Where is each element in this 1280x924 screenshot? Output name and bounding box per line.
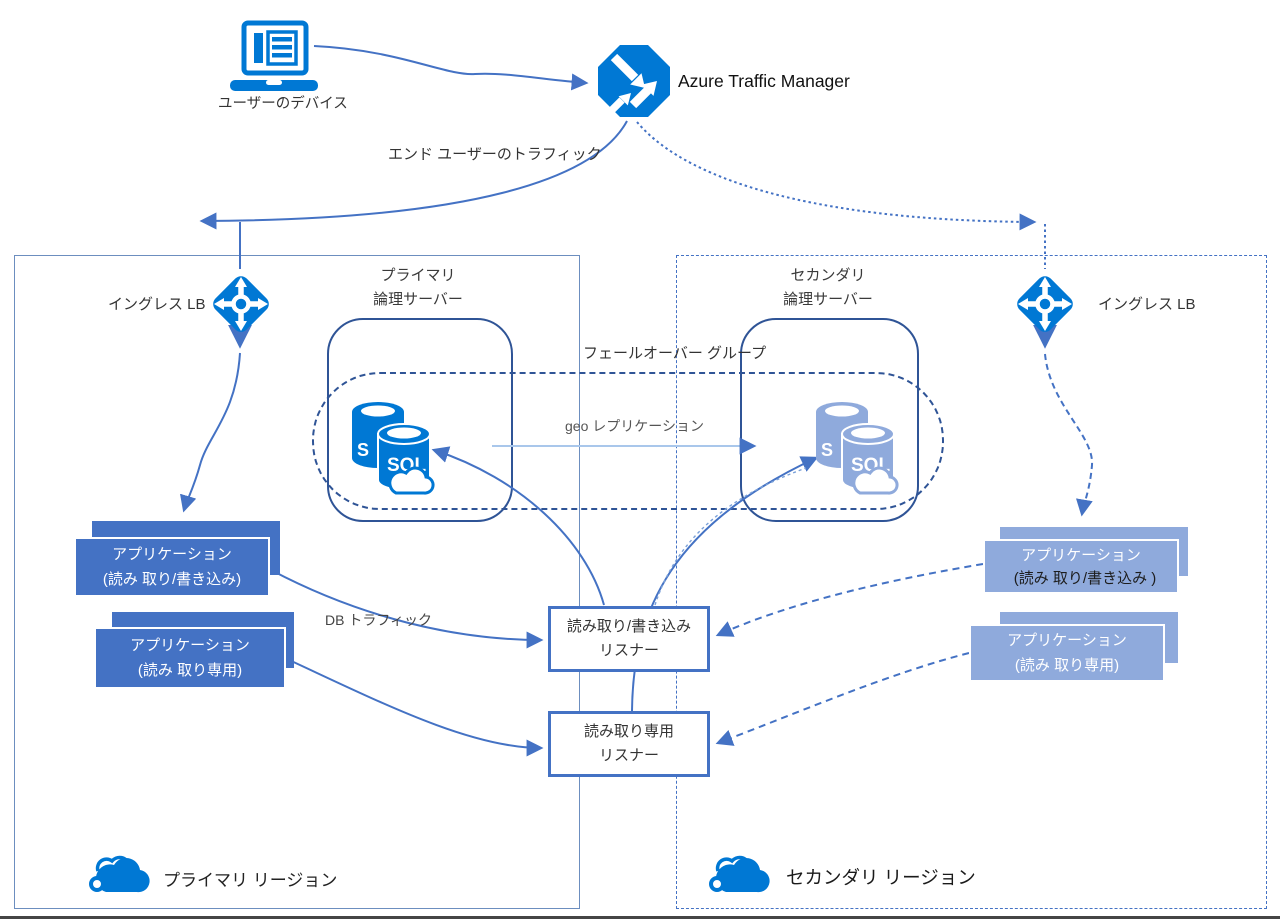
read-write-listener-box: 読み取り/書き込み リスナー — [548, 606, 710, 672]
app-label-line1: アプリケーション — [130, 637, 250, 654]
edge-tm-to-secondary-dotted — [636, 121, 1037, 231]
load-balancer-icon-left — [213, 276, 269, 332]
sql-back-letter: S — [357, 440, 369, 460]
laptop-icon — [230, 20, 318, 91]
azure-region-cloud-icon-secondary — [709, 855, 770, 893]
read-write-listener-line2: リスナー — [598, 642, 659, 659]
secondary-server-title: セカンダリ 論理サーバー — [746, 264, 910, 312]
primary-server-title-line2: 論理サーバー — [373, 291, 463, 308]
traffic-manager-icon — [598, 45, 670, 117]
geo-replication-label: geo レプリケーション — [565, 418, 704, 434]
app-label-line2: (読み 取り専用) — [1014, 657, 1120, 674]
load-balancer-icon-right — [1017, 276, 1073, 332]
sql-database-icon-primary: S SQL — [352, 402, 435, 495]
edge-device-to-traffic-manager — [313, 45, 589, 91]
end-user-traffic-label: エンド ユーザーのトラフィック — [388, 146, 602, 163]
device-label: ユーザーのデバイス — [218, 96, 348, 112]
secondary-region-label: セカンダリ リージョン — [786, 867, 976, 888]
sql-back-letter: S — [821, 440, 833, 460]
read-write-listener-line1: 読み取り/書き込み — [566, 618, 692, 635]
secondary-server-title-line1: セカンダリ — [790, 267, 866, 284]
app-box-front: アプリケーション (読み 取り専用) — [96, 629, 284, 687]
app-label-line1: アプリケーション — [112, 546, 232, 563]
app-box-front: アプリケーション (読み 取り/書き込み) — [76, 539, 268, 595]
window-bottom-edge — [0, 916, 1280, 919]
traffic-manager-label: Azure Traffic Manager — [678, 71, 850, 91]
app-box-front: アプリケーション (読み 取り専用) — [971, 626, 1163, 680]
app-label-line2: (読み 取り専用) — [137, 662, 243, 679]
app-label-line1: アプリケーション — [1007, 632, 1127, 649]
secondary-server-title-line2: 論理サーバー — [783, 291, 873, 308]
app-label-line2: (読み 取り/書き込み) — [102, 571, 242, 588]
primary-server-title: プライマリ 論理サーバー — [338, 264, 498, 312]
read-only-listener-box: 読み取り専用 リスナー — [548, 711, 710, 777]
app-label-line1: アプリケーション — [1021, 547, 1141, 564]
failover-group-label: フェールオーバー グループ — [583, 345, 767, 362]
read-only-listener-line1: 読み取り専用 — [583, 723, 674, 740]
ingress-lb-left-label: イングレス LB — [108, 296, 206, 313]
azure-region-cloud-icon-primary — [89, 855, 150, 893]
app-label-line2: (読み 取り/書き込み ) — [1013, 570, 1157, 587]
app-box-front: アプリケーション — [985, 541, 1177, 592]
edge-tm-to-primary — [199, 120, 628, 230]
read-only-listener-line2: リスナー — [598, 747, 659, 764]
primary-server-title-line1: プライマリ — [380, 267, 456, 284]
primary-region-label: プライマリ リージョン — [163, 871, 338, 890]
db-traffic-label: DB トラフィック — [325, 612, 433, 628]
failover-group-ellipse — [312, 372, 944, 510]
ingress-lb-right-label: イングレス LB — [1098, 296, 1196, 313]
sql-database-icon-secondary: S SQL — [816, 402, 899, 495]
